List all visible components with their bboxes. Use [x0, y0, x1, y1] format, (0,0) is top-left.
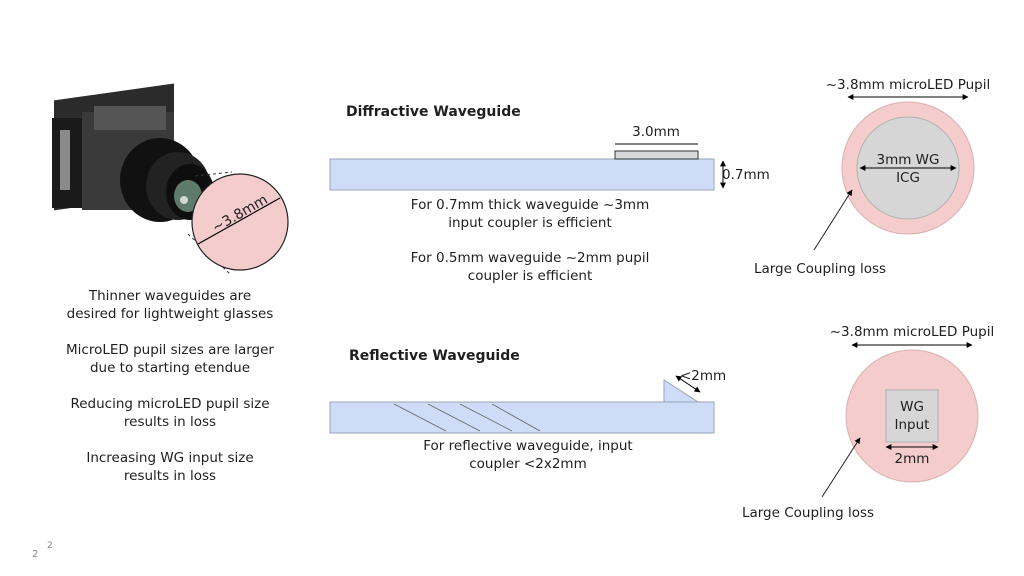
reflective-note: For reflective waveguide, input coupler … — [423, 438, 633, 472]
diffractive-waveguide-plate — [329, 158, 715, 191]
left-pupil-diameter-line — [197, 197, 281, 245]
diffractive-note-1: For 0.7mm thick waveguide ~3mm input cou… — [410, 197, 650, 231]
diffractive-input-coupler — [614, 150, 699, 160]
diffractive-loss-label: Large Coupling loss — [753, 261, 887, 277]
left-pupil-circle — [191, 173, 289, 271]
note-reducing-pupil: Reducing microLED pupil size results in … — [70, 396, 270, 430]
note-thinner-waveguides: Thinner waveguides are desired for light… — [66, 288, 274, 322]
reflective-waveguide-plate — [329, 401, 715, 434]
diffractive-pupil-title: ~3.8mm microLED Pupil — [825, 77, 991, 93]
prism-size-label: <2mm — [680, 368, 727, 384]
thickness-label: 0.7mm — [722, 167, 770, 183]
wg-input-square — [885, 389, 939, 443]
note-microled-pupil: MicroLED pupil sizes are larger due to s… — [66, 342, 274, 376]
reflective-loss-label: Large Coupling loss — [741, 505, 875, 521]
note-increasing-wg: Increasing WG input size results in loss — [86, 450, 254, 484]
diffractive-loss-pointer — [813, 189, 853, 251]
icg-label: 3mm WG ICG — [876, 152, 940, 186]
reflective-mirror-line — [459, 403, 513, 432]
wg-input-width-label: 2mm — [894, 451, 930, 467]
reflective-mirror-line — [491, 403, 541, 432]
reflective-pupil-title: ~3.8mm microLED Pupil — [829, 324, 995, 340]
page-number: 2 — [32, 549, 39, 560]
reflective-loss-pointer — [821, 437, 861, 498]
diffractive-note-2: For 0.5mm waveguide ~2mm pupil coupler i… — [410, 250, 650, 284]
prism-size-arrow — [675, 375, 701, 393]
pupil-projection-line — [194, 171, 233, 177]
microled-projector-image — [52, 83, 214, 222]
page-number-superscript: 2 — [47, 541, 53, 551]
coupler-width-label: 3.0mm — [632, 124, 680, 140]
left-notes: Thinner waveguides are desired for light… — [40, 287, 300, 485]
reflective-waveguide-title: Reflective Waveguide — [349, 348, 520, 364]
reflective-mirror-line — [393, 403, 447, 432]
wg-input-label: WG Input — [894, 399, 930, 433]
diffractive-waveguide-title: Diffractive Waveguide — [346, 104, 521, 120]
reflective-mirror-line — [427, 403, 481, 432]
